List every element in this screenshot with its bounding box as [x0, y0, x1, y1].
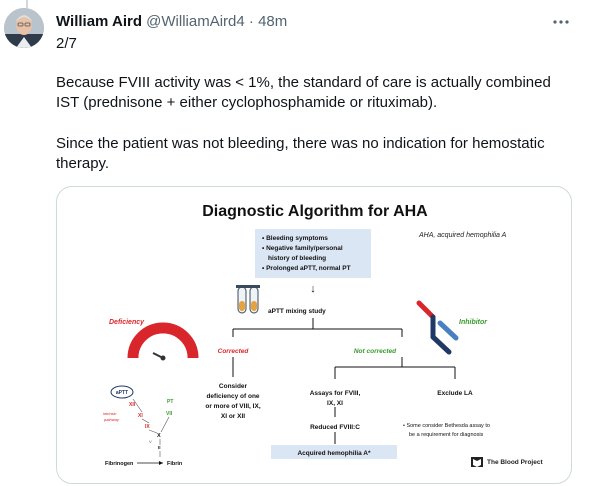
gauge-icon — [127, 322, 199, 361]
cascade-xii: XII — [129, 402, 136, 408]
presentation-line-2: • Negative family/personal — [262, 245, 343, 252]
cascade-ix: IX — [145, 424, 150, 430]
tweet-image[interactable]: Diagnostic Algorithm for AHA AHA, acquir… — [56, 186, 572, 484]
reduced-fviii-label: Reduced FVIII:C — [310, 424, 360, 431]
cascade-x: X — [157, 433, 161, 439]
avatar[interactable] — [4, 8, 44, 48]
presentation-line-4: • Prolonged aPTT, normal PT — [262, 265, 351, 272]
deficiency-label: Deficiency — [109, 319, 145, 326]
diagnostic-algorithm-figure: Diagnostic Algorithm for AHA AHA, acquir… — [103, 203, 543, 467]
avatar-image — [4, 8, 44, 48]
more-options-button[interactable] — [551, 12, 571, 32]
cascade-fibrin: Fibrin — [167, 461, 183, 467]
not-corrected-label: Not corrected — [354, 348, 397, 355]
cascade-intrinsic-1: intrinsic — [103, 411, 117, 416]
inhibitor-label: Inhibitor — [459, 319, 488, 326]
coagulation-cascade: aPTT intrinsic pathway XII XI IX PT VII … — [103, 385, 183, 467]
cascade-fibrinogen: Fibrinogen — [105, 461, 134, 467]
author-handle[interactable]: @WilliamAird4 — [146, 13, 245, 30]
tweet-time[interactable]: 48m — [258, 13, 288, 30]
tweet-header: William Aird @WilliamAird4 · 48m — [56, 12, 287, 32]
consider-line-4: XI or XII — [221, 413, 245, 420]
consider-line-3: or more of VIII, IX, — [205, 403, 260, 410]
acquired-hemophilia-label: Acquired hemophilia A* — [297, 450, 371, 457]
test-tubes-icon — [236, 285, 260, 314]
presentation-line-3: history of bleeding — [268, 255, 326, 262]
cascade-pt: PT — [167, 399, 173, 405]
mixing-study-label: aPTT mixing study — [268, 308, 326, 315]
cascade-ii: II — [158, 445, 161, 450]
corrected-label: Corrected — [218, 348, 250, 355]
abbreviation-note: AHA, acquired hemophilia A — [418, 232, 507, 239]
thread-position: 2/7 — [56, 35, 77, 52]
acquired-box — [271, 445, 397, 459]
assays-line-2: IX, XI — [327, 400, 343, 407]
logo-text: The Blood Project — [487, 459, 543, 466]
figure-title: Diagnostic Algorithm for AHA — [202, 203, 428, 220]
cascade-vii: VII — [166, 411, 173, 417]
thread-line — [26, 0, 28, 8]
more-icon — [553, 20, 569, 24]
author-name[interactable]: William Aird — [56, 13, 142, 30]
algorithm-connectors — [232, 318, 456, 444]
presentation-box — [255, 229, 371, 278]
cascade-v: V — [149, 439, 152, 444]
header-separator: · — [248, 13, 254, 30]
cascade-intrinsic-2: pathway — [103, 417, 120, 422]
cascade-aptt: aPTT — [116, 390, 128, 396]
footnote-line-1: • Some consider Bethesda assay to — [403, 423, 490, 429]
tweet-paragraph-1: Because FVIII activity was < 1%, the sta… — [56, 74, 551, 111]
assays-line-1: Assays for FVIII, — [310, 390, 361, 397]
footnote-line-2: be a requirement for diagnosis — [409, 432, 484, 438]
consider-line-1: Consider — [219, 383, 248, 390]
tweet-paragraph-2: Since the patient was not bleeding, ther… — [56, 135, 545, 172]
presentation-line-1: • Bleeding symptoms — [262, 235, 328, 242]
cascade-xi: XI — [138, 413, 143, 419]
antibody-icon — [416, 300, 459, 355]
blood-project-logo: The Blood Project — [471, 457, 543, 467]
consider-line-2: deficiency of one — [206, 393, 259, 400]
down-arrow: ↓ — [310, 283, 316, 295]
exclude-la-label: Exclude LA — [437, 390, 473, 397]
